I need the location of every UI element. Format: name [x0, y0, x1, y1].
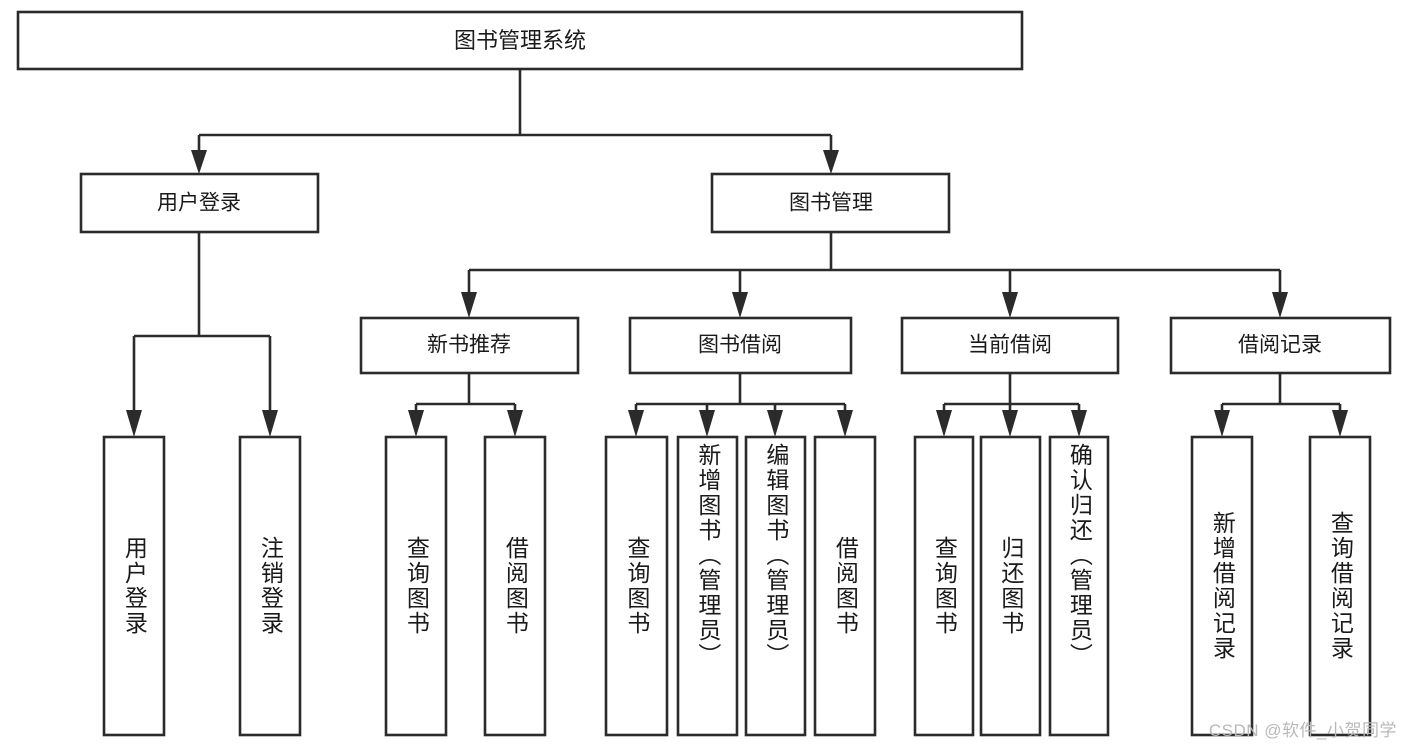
leaf-box-query-book-current[interactable]	[913, 435, 975, 737]
node-root[interactable]: 图书管理系统	[16, 10, 1024, 71]
arrow-head-book-mgmt	[823, 150, 839, 174]
node-borrow-record-label: 借阅记录	[1238, 334, 1322, 357]
node-borrow-record[interactable]: 借阅记录	[1169, 316, 1392, 375]
node-user-login-label: 用户登录	[157, 192, 241, 215]
leaf-box-layer	[102, 435, 1372, 737]
node-book-management-box[interactable]	[710, 172, 951, 234]
arrow-head-book-borrow	[732, 292, 748, 318]
node-book-borrow[interactable]: 图书借阅	[628, 316, 853, 375]
node-book-borrow-box[interactable]	[628, 316, 853, 375]
leaf-box-borrow-book[interactable]	[813, 435, 877, 737]
node-user-login-box[interactable]	[79, 172, 320, 234]
connector-layer	[126, 69, 1348, 437]
arrow-head-currentborrow-leaf-3	[1071, 410, 1087, 437]
node-new-book-recommend[interactable]: 新书推荐	[359, 316, 580, 375]
csdn-watermark: CSDN @软件_小贺同学	[1208, 721, 1397, 740]
node-new-book-recommend-label: 新书推荐	[427, 334, 511, 357]
leaf-box-borrow-book-newbook[interactable]	[483, 435, 547, 737]
arrow-head-newbook-leaf-2	[507, 410, 523, 437]
arrow-head-bookborrow-leaf-1	[628, 410, 644, 437]
leaf-box-confirm-return-admin[interactable]	[1048, 435, 1110, 737]
leaf-box-add-borrow-record[interactable]	[1190, 435, 1254, 737]
leaf-box-query-borrow-record[interactable]	[1308, 435, 1372, 737]
arrow-head-new-book-rec	[461, 292, 477, 318]
node-root-label: 图书管理系统	[454, 28, 586, 53]
node-new-book-recommend-box[interactable]	[359, 316, 580, 375]
arrow-head-borrowrecord-leaf-2	[1332, 410, 1348, 437]
node-root-box[interactable]	[16, 10, 1024, 71]
leaf-box-logout[interactable]	[238, 435, 302, 737]
leaf-box-edit-book-admin[interactable]	[744, 435, 807, 737]
node-current-borrow-box[interactable]	[900, 316, 1120, 375]
arrow-head-borrow-record	[1272, 292, 1288, 318]
arrow-head-newbook-leaf-1	[408, 410, 424, 437]
node-book-borrow-label: 图书借阅	[698, 334, 782, 357]
leaf-box-query-book-newbook[interactable]	[384, 435, 448, 737]
arrow-head-user-login	[191, 150, 207, 174]
arrow-head-borrowrecord-leaf-1	[1214, 410, 1230, 437]
leaf-box-user-login[interactable]	[102, 435, 166, 737]
arrow-head-currentborrow-leaf-2	[1002, 410, 1018, 437]
leaf-box-query-book-borrow[interactable]	[604, 435, 669, 737]
arrow-head-leaf-logout	[262, 410, 278, 437]
node-current-borrow-label: 当前借阅	[968, 334, 1052, 357]
node-borrow-record-box[interactable]	[1169, 316, 1392, 375]
node-book-management-label: 图书管理	[789, 192, 873, 215]
leaf-box-return-book[interactable]	[979, 435, 1042, 737]
node-user-login[interactable]: 用户登录	[79, 172, 320, 234]
arrow-head-currentborrow-leaf-1	[936, 410, 952, 437]
arrow-head-bookborrow-leaf-4	[837, 410, 853, 437]
arrow-head-leaf-user-login	[126, 410, 142, 437]
arrow-head-current-borrow	[1002, 292, 1018, 318]
arrow-head-bookborrow-leaf-3	[767, 410, 783, 437]
node-current-borrow[interactable]: 当前借阅	[900, 316, 1120, 375]
arrow-head-bookborrow-leaf-2	[699, 410, 715, 437]
leaf-box-add-book-admin[interactable]	[676, 435, 739, 737]
node-book-management[interactable]: 图书管理	[710, 172, 951, 234]
